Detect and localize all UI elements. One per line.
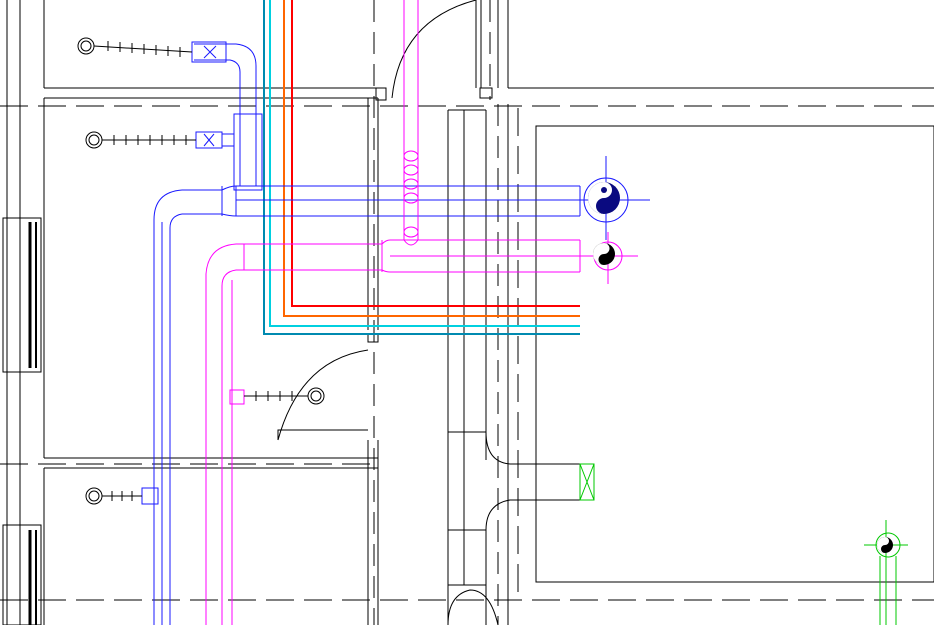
window-unit	[2, 217, 42, 373]
floor-drain-icon	[244, 387, 325, 405]
red-pipe	[291, 0, 580, 307]
green-equipment	[579, 463, 908, 625]
teal-pipe	[263, 0, 580, 335]
return-piping-magenta	[205, 0, 581, 625]
valve-bowtie-icon	[141, 487, 159, 505]
pipe-fitting	[233, 113, 263, 191]
door-jamb	[375, 87, 387, 101]
riser-yin-yang-icon	[877, 537, 893, 553]
riser-yin-yang-icon	[593, 243, 615, 265]
door-jamb	[367, 333, 379, 343]
valve-bowtie-icon	[191, 41, 227, 63]
door-swing-arc-icon	[391, 0, 477, 99]
door-leaf	[277, 429, 368, 440]
room-outline	[535, 125, 934, 583]
colored-service-pipes	[263, 0, 580, 335]
door-jamb	[479, 87, 493, 99]
riser-return	[580, 232, 638, 284]
riser-supply	[570, 156, 650, 240]
floor-drain-icon	[85, 131, 196, 149]
damper-box	[579, 463, 595, 501]
riser-yin-yang-icon	[588, 182, 620, 214]
valve-bowtie-icon	[229, 389, 245, 405]
floor-drain-icon	[77, 37, 193, 57]
fixture-tails	[77, 37, 325, 505]
supply-piping-blue	[141, 41, 581, 625]
door-swing-arc-icon	[277, 349, 369, 441]
window-unit	[2, 524, 42, 625]
orange-pipe	[283, 0, 580, 317]
floor-drain-icon	[85, 487, 142, 505]
cyan-pipe	[269, 0, 580, 327]
